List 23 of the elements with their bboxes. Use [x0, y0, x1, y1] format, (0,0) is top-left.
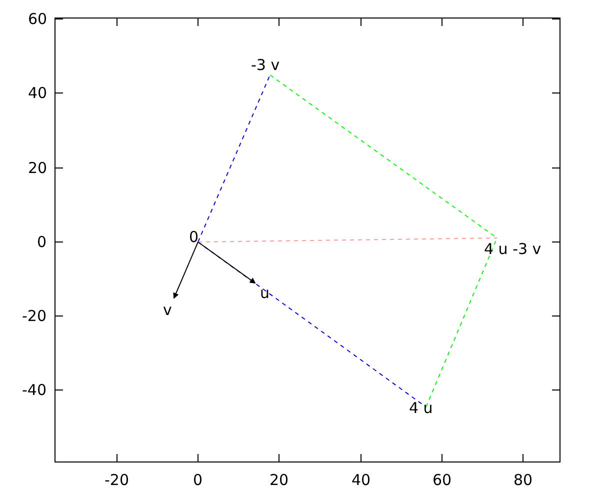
y-tick-label: 40 — [28, 85, 48, 101]
y-tick-label: -20 — [22, 308, 46, 324]
y-tick-label: 60 — [28, 11, 48, 27]
point-label: -3 v — [251, 57, 280, 73]
x-tick-label: -20 — [104, 472, 129, 488]
y-tick-label: -40 — [22, 382, 46, 398]
point-label: u — [260, 285, 270, 301]
point-label: 4 u -3 v — [484, 241, 542, 257]
y-tick-label: 20 — [28, 160, 48, 176]
x-tick-label: 40 — [352, 472, 371, 488]
x-tick-label: 80 — [514, 472, 533, 488]
point-label: 4 u — [409, 400, 433, 416]
y-tick-label: 0 — [37, 234, 47, 250]
vector-arrow — [173, 242, 198, 299]
line — [270, 74, 498, 238]
point-label: 0 — [189, 229, 199, 245]
line — [198, 74, 270, 242]
vector-arrow — [198, 242, 256, 284]
line — [198, 238, 498, 242]
point-label: v — [163, 302, 172, 318]
x-tick-label: 20 — [270, 472, 289, 488]
x-tick-label: 0 — [193, 472, 203, 488]
x-tick-label: 60 — [432, 472, 452, 488]
